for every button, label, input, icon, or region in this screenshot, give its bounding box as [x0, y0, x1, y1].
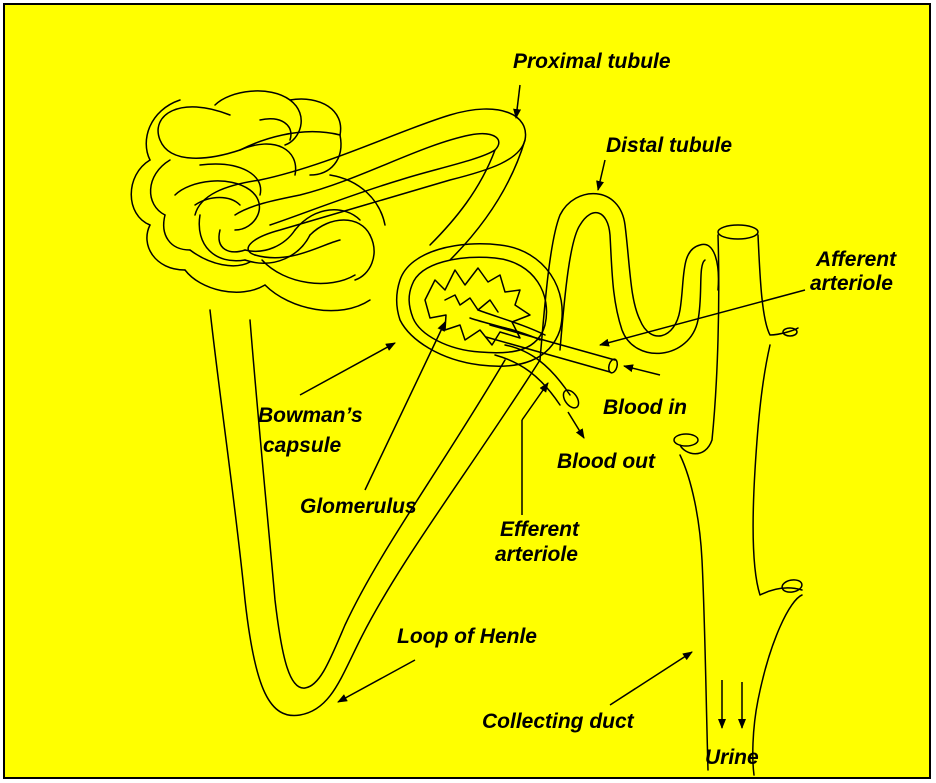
label-efferent-line2: arteriole: [495, 543, 578, 566]
background-panel: [4, 4, 930, 778]
label-collecting-duct: Collecting duct: [482, 710, 635, 733]
label-bowmans-line2: capsule: [263, 434, 342, 457]
label-blood-out: Blood out: [557, 450, 656, 473]
label-urine: Urine: [705, 746, 759, 769]
label-bowmans-line1: Bowman’s: [258, 404, 363, 427]
label-efferent-line1: Efferent: [500, 518, 580, 541]
label-blood-in: Blood in: [603, 396, 687, 419]
label-distal-tubule: Distal tubule: [606, 134, 732, 157]
label-proximal-tubule: Proximal tubule: [513, 50, 671, 73]
label-loop-of-henle: Loop of Henle: [397, 625, 537, 648]
label-afferent-line2: arteriole: [810, 272, 893, 295]
label-glomerulus: Glomerulus: [300, 495, 417, 518]
label-afferent-line1: Afferent: [815, 248, 897, 271]
